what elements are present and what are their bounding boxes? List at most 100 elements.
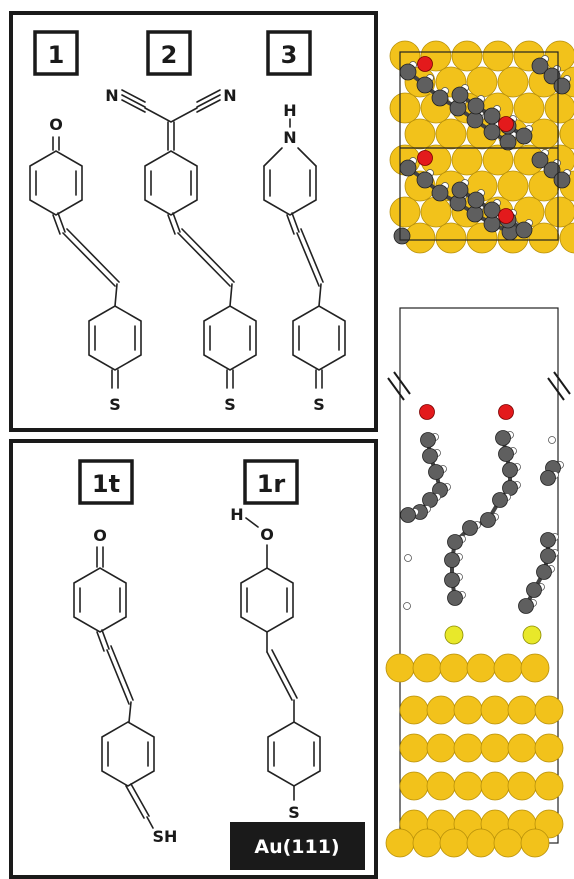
carbon-atom — [447, 534, 463, 550]
oxygen-atom — [417, 150, 433, 166]
bottom-panel-frame — [9, 439, 378, 879]
gold-atom — [507, 695, 537, 725]
carbon-atom — [518, 598, 534, 614]
carbon-atom — [480, 512, 496, 528]
substrate-badge: Au(111) — [230, 822, 365, 870]
gold-atom — [466, 828, 496, 858]
atom-h-3: H — [283, 101, 296, 120]
gold-atom — [412, 653, 442, 683]
carbon-atom — [515, 127, 533, 145]
gold-atom — [399, 771, 429, 801]
gold-atom — [404, 118, 436, 150]
gold-atom — [451, 40, 483, 72]
carbon-atom — [531, 57, 549, 75]
carbon-atom — [466, 205, 484, 223]
atom-s-1r: S — [288, 803, 300, 822]
atom-h-1r: H — [230, 505, 243, 524]
carbon-atom — [462, 520, 478, 536]
carbon-atom — [543, 161, 561, 179]
carbon-atom — [467, 97, 485, 115]
gold-atom — [559, 118, 574, 150]
label-box-1: 1 — [33, 30, 79, 76]
atom-n-3: N — [283, 128, 296, 147]
top-panel-frame — [9, 11, 378, 432]
atom-s-1: S — [109, 395, 121, 414]
gold-atom — [497, 66, 529, 98]
gold-atom — [385, 828, 415, 858]
gold-atom — [480, 771, 510, 801]
gold-atom — [389, 92, 421, 124]
label-box-2: 2 — [146, 30, 192, 76]
carbon-atom — [400, 507, 416, 523]
gold-atom — [534, 695, 564, 725]
label-3: 3 — [281, 41, 298, 69]
gold-atom — [426, 771, 456, 801]
gold-atom — [528, 118, 560, 150]
molecule-1t-structure: O SH — [73, 526, 178, 846]
gold-atom — [534, 733, 564, 763]
carbon-atom — [416, 76, 434, 94]
label-1: 1 — [48, 41, 65, 69]
sulfur-atom — [522, 625, 542, 645]
side-view-atoms — [385, 404, 564, 858]
gold-atom — [451, 144, 483, 176]
carbon-atom — [399, 63, 417, 81]
gold-atom — [513, 92, 545, 124]
carbon-atom — [515, 221, 533, 239]
carbon-atom — [451, 181, 469, 199]
gold-atom — [453, 695, 483, 725]
gold-atom — [497, 170, 529, 202]
gold-atom — [453, 733, 483, 763]
carbon-atom — [393, 227, 411, 245]
carbon-atom — [553, 77, 571, 95]
carbon-atom — [498, 446, 514, 462]
atom-n-2b: N — [223, 86, 236, 105]
carbon-atom — [422, 492, 438, 508]
atom-s-3: S — [313, 395, 325, 414]
label-2: 2 — [161, 41, 178, 69]
molecule-3-structure: H N S — [263, 101, 346, 414]
gold-atom — [439, 828, 469, 858]
axis-break-left — [387, 371, 411, 401]
oxygen-atom — [419, 404, 435, 420]
carbon-atom — [447, 590, 463, 606]
gold-atom — [399, 733, 429, 763]
molecule-1-structure: O S — [29, 115, 142, 414]
carbon-atom — [466, 111, 484, 129]
carbon-atom — [483, 123, 501, 141]
gold-atom — [507, 733, 537, 763]
carbon-atom — [422, 448, 438, 464]
gold-atom — [466, 653, 496, 683]
carbon-atom — [483, 107, 501, 125]
gold-atom — [507, 771, 537, 801]
atom-n-2a: N — [105, 86, 118, 105]
gold-atom — [412, 828, 442, 858]
oxygen-atom — [498, 116, 514, 132]
gold-atom — [385, 653, 415, 683]
carbon-atom — [467, 191, 485, 209]
atom-o-1r: O — [260, 525, 274, 544]
label-1r: 1r — [257, 470, 286, 498]
gold-atom — [482, 144, 514, 176]
gold-atom — [544, 92, 574, 124]
substrate-label: Au(111) — [254, 836, 339, 858]
atom-sh-1t: SH — [153, 827, 178, 846]
molecule-1r-structure: H O S — [230, 505, 321, 822]
carbon-atom — [540, 548, 556, 564]
top-view-cell — [389, 40, 574, 254]
oxygen-atom — [498, 208, 514, 224]
gold-atom — [534, 771, 564, 801]
gold-atom — [426, 733, 456, 763]
gold-atom — [435, 222, 467, 254]
carbon-atom — [451, 86, 469, 104]
gold-atom — [493, 828, 523, 858]
carbon-atom — [399, 159, 417, 177]
carbon-atom — [444, 552, 460, 568]
gold-atom — [389, 196, 421, 228]
gold-atom — [399, 695, 429, 725]
carbon-atom — [431, 184, 449, 202]
axis-break-right — [547, 371, 571, 401]
molecule-2-structure: N N S — [105, 86, 257, 414]
gold-atom — [480, 695, 510, 725]
